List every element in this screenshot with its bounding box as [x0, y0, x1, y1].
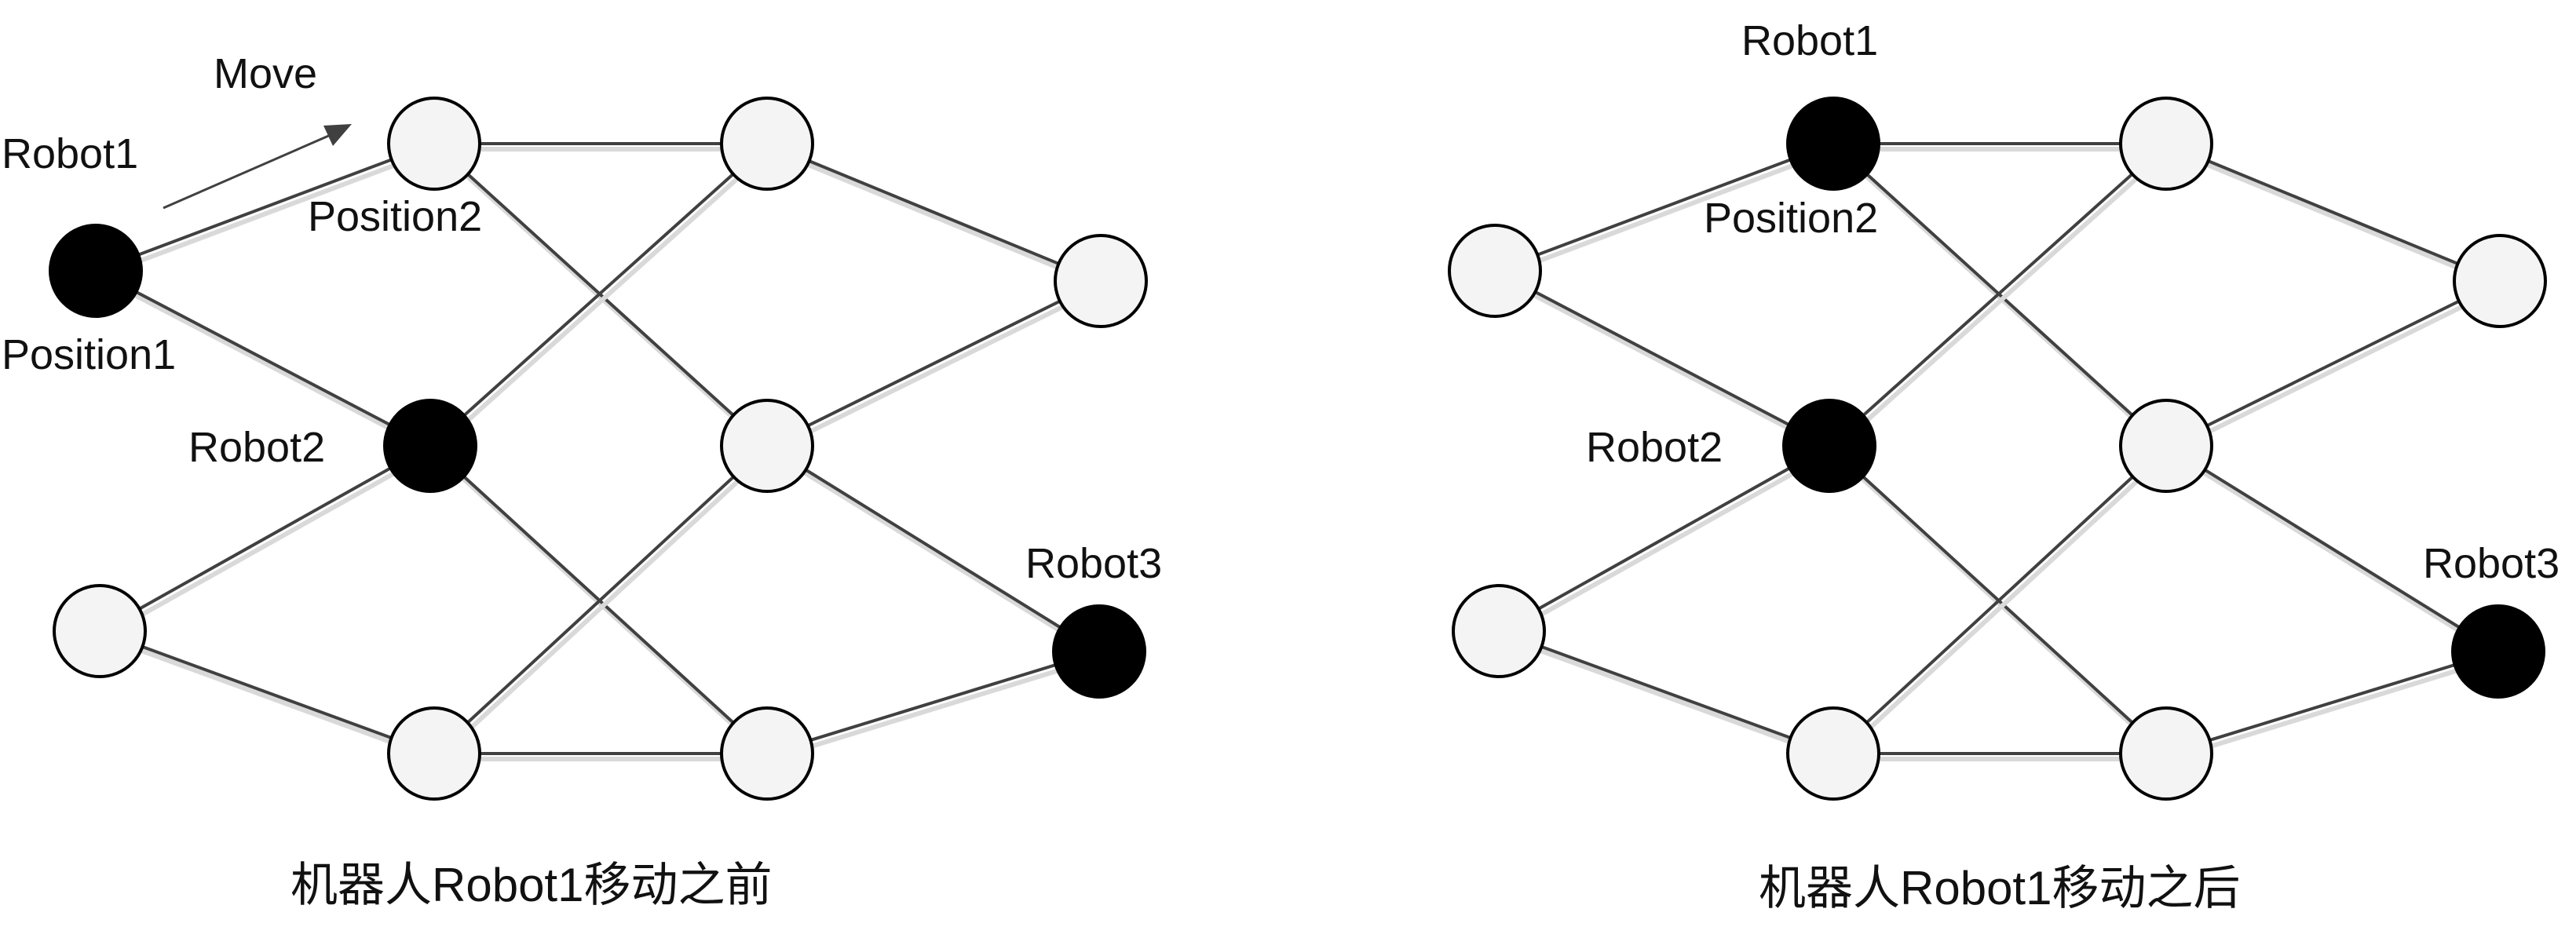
before-node-n5-empty	[720, 97, 814, 191]
before-edge-n8-n10	[766, 650, 1100, 755]
after-node-n5-empty	[2119, 97, 2213, 191]
position2-label: Position2	[308, 193, 482, 240]
before-edge-n6-n10	[765, 444, 1101, 653]
before-edge-shadow-n6-n9	[769, 284, 1105, 454]
after-node-n1-empty	[1448, 224, 1542, 318]
after-edge-shadow-n3-n5	[1830, 147, 2172, 454]
position2-label: Position2	[1704, 195, 1878, 242]
before-edge-shadow-n6-n10	[769, 449, 1104, 659]
before-edge-shadow-n1-n2	[97, 147, 439, 279]
edges-after	[1494, 142, 2505, 761]
after-node-n2-occupied	[1786, 97, 1880, 191]
before-node-n4-empty	[53, 584, 147, 678]
after-edge-shadow-n4-n3	[1500, 449, 1834, 639]
before-edge-shadow-n3-n5	[431, 147, 773, 454]
after-edge-n6-n9	[2165, 279, 2501, 447]
after-edge-n3-n5	[1828, 142, 2168, 447]
after-edge-shadow-n1-n3	[1496, 274, 1834, 454]
after-node-n8-empty	[2119, 706, 2213, 801]
robot3-label: Robot3	[1025, 540, 1162, 587]
after-edge-n1-n2	[1494, 142, 1834, 272]
after-edge-shadow-n6-n9	[2168, 284, 2505, 454]
before-edge-n1-n2	[95, 142, 435, 272]
nodes-after	[1448, 97, 2547, 801]
move-arrow	[163, 124, 352, 210]
edges-before	[95, 142, 1105, 761]
before-node-n6-empty	[720, 399, 814, 493]
before-node-n7-empty	[387, 706, 481, 801]
before-node-n10-occupied	[1052, 604, 1146, 699]
before-edge-n6-n9	[766, 279, 1102, 447]
after-edge-shadow-n8-n10	[2169, 655, 2502, 761]
before-edge-shadow-n4-n7	[101, 634, 439, 761]
before-node-n3-occupied	[383, 399, 477, 493]
before-edge-shadow-n7-n6	[435, 449, 773, 761]
before-edge-n3-n5	[429, 142, 769, 447]
after-edge-shadow-n4-n7	[1500, 634, 1838, 761]
before-node-n9-empty	[1054, 234, 1148, 328]
after-node-n6-empty	[2119, 399, 2213, 493]
robot1-label: Robot1	[2, 130, 138, 177]
before-node-n2-empty	[387, 97, 481, 191]
after-edge-shadow-n1-n2	[1496, 147, 1838, 279]
caption-before: 机器人Robot1移动之前	[290, 859, 772, 911]
after-edge-n1-n3	[1494, 269, 1830, 447]
robot1-label: Robot1	[1741, 17, 1878, 64]
after-edge-n8-n10	[2165, 650, 2499, 755]
before-edge-n4-n3	[99, 444, 431, 633]
after-edge-n4-n7	[1498, 630, 1834, 755]
after-edge-shadow-n6-n10	[2168, 449, 2503, 659]
panel-after: Robot1 Position2 Robot2 Robot3 机器人Robot1…	[1448, 17, 2560, 914]
before-edge-n7-n6	[433, 444, 769, 755]
before-edge-shadow-n5-n9	[769, 147, 1105, 289]
move-label: Move	[214, 50, 317, 97]
nodes-before	[49, 97, 1148, 801]
after-edge-shadow-n5-n9	[2168, 147, 2505, 289]
before-node-n1-occupied	[49, 224, 143, 318]
before-edge-n5-n9	[766, 142, 1102, 283]
after-edge-n7-n6	[1832, 444, 2168, 755]
before-edge-n4-n7	[99, 630, 435, 755]
panel-before: Move Robot1 Position2 Position1 Robot2 R…	[2, 50, 1162, 911]
before-edge-n1-n3	[95, 269, 431, 447]
before-node-n8-empty	[720, 706, 814, 801]
caption-after: 机器人Robot1移动之后	[1759, 862, 2240, 914]
after-node-n4-empty	[1452, 584, 1546, 678]
before-edge-shadow-n1-n3	[97, 274, 435, 454]
after-node-n7-empty	[1786, 706, 1880, 801]
robot2-label: Robot2	[188, 424, 325, 471]
before-edge-shadow-n8-n10	[769, 655, 1103, 761]
position1-label: Position1	[2, 331, 176, 378]
after-edge-n5-n9	[2165, 142, 2501, 283]
before-edge-shadow-n4-n3	[101, 449, 435, 639]
after-node-n10-occupied	[2451, 604, 2545, 699]
after-node-n9-empty	[2453, 234, 2547, 328]
robot3-label: Robot3	[2423, 540, 2560, 587]
after-node-n3-occupied	[1782, 399, 1876, 493]
after-edge-shadow-n7-n6	[1834, 449, 2172, 761]
robot2-label: Robot2	[1586, 424, 1723, 471]
after-edge-n4-n3	[1498, 444, 1830, 633]
after-edge-n6-n10	[2165, 444, 2500, 653]
